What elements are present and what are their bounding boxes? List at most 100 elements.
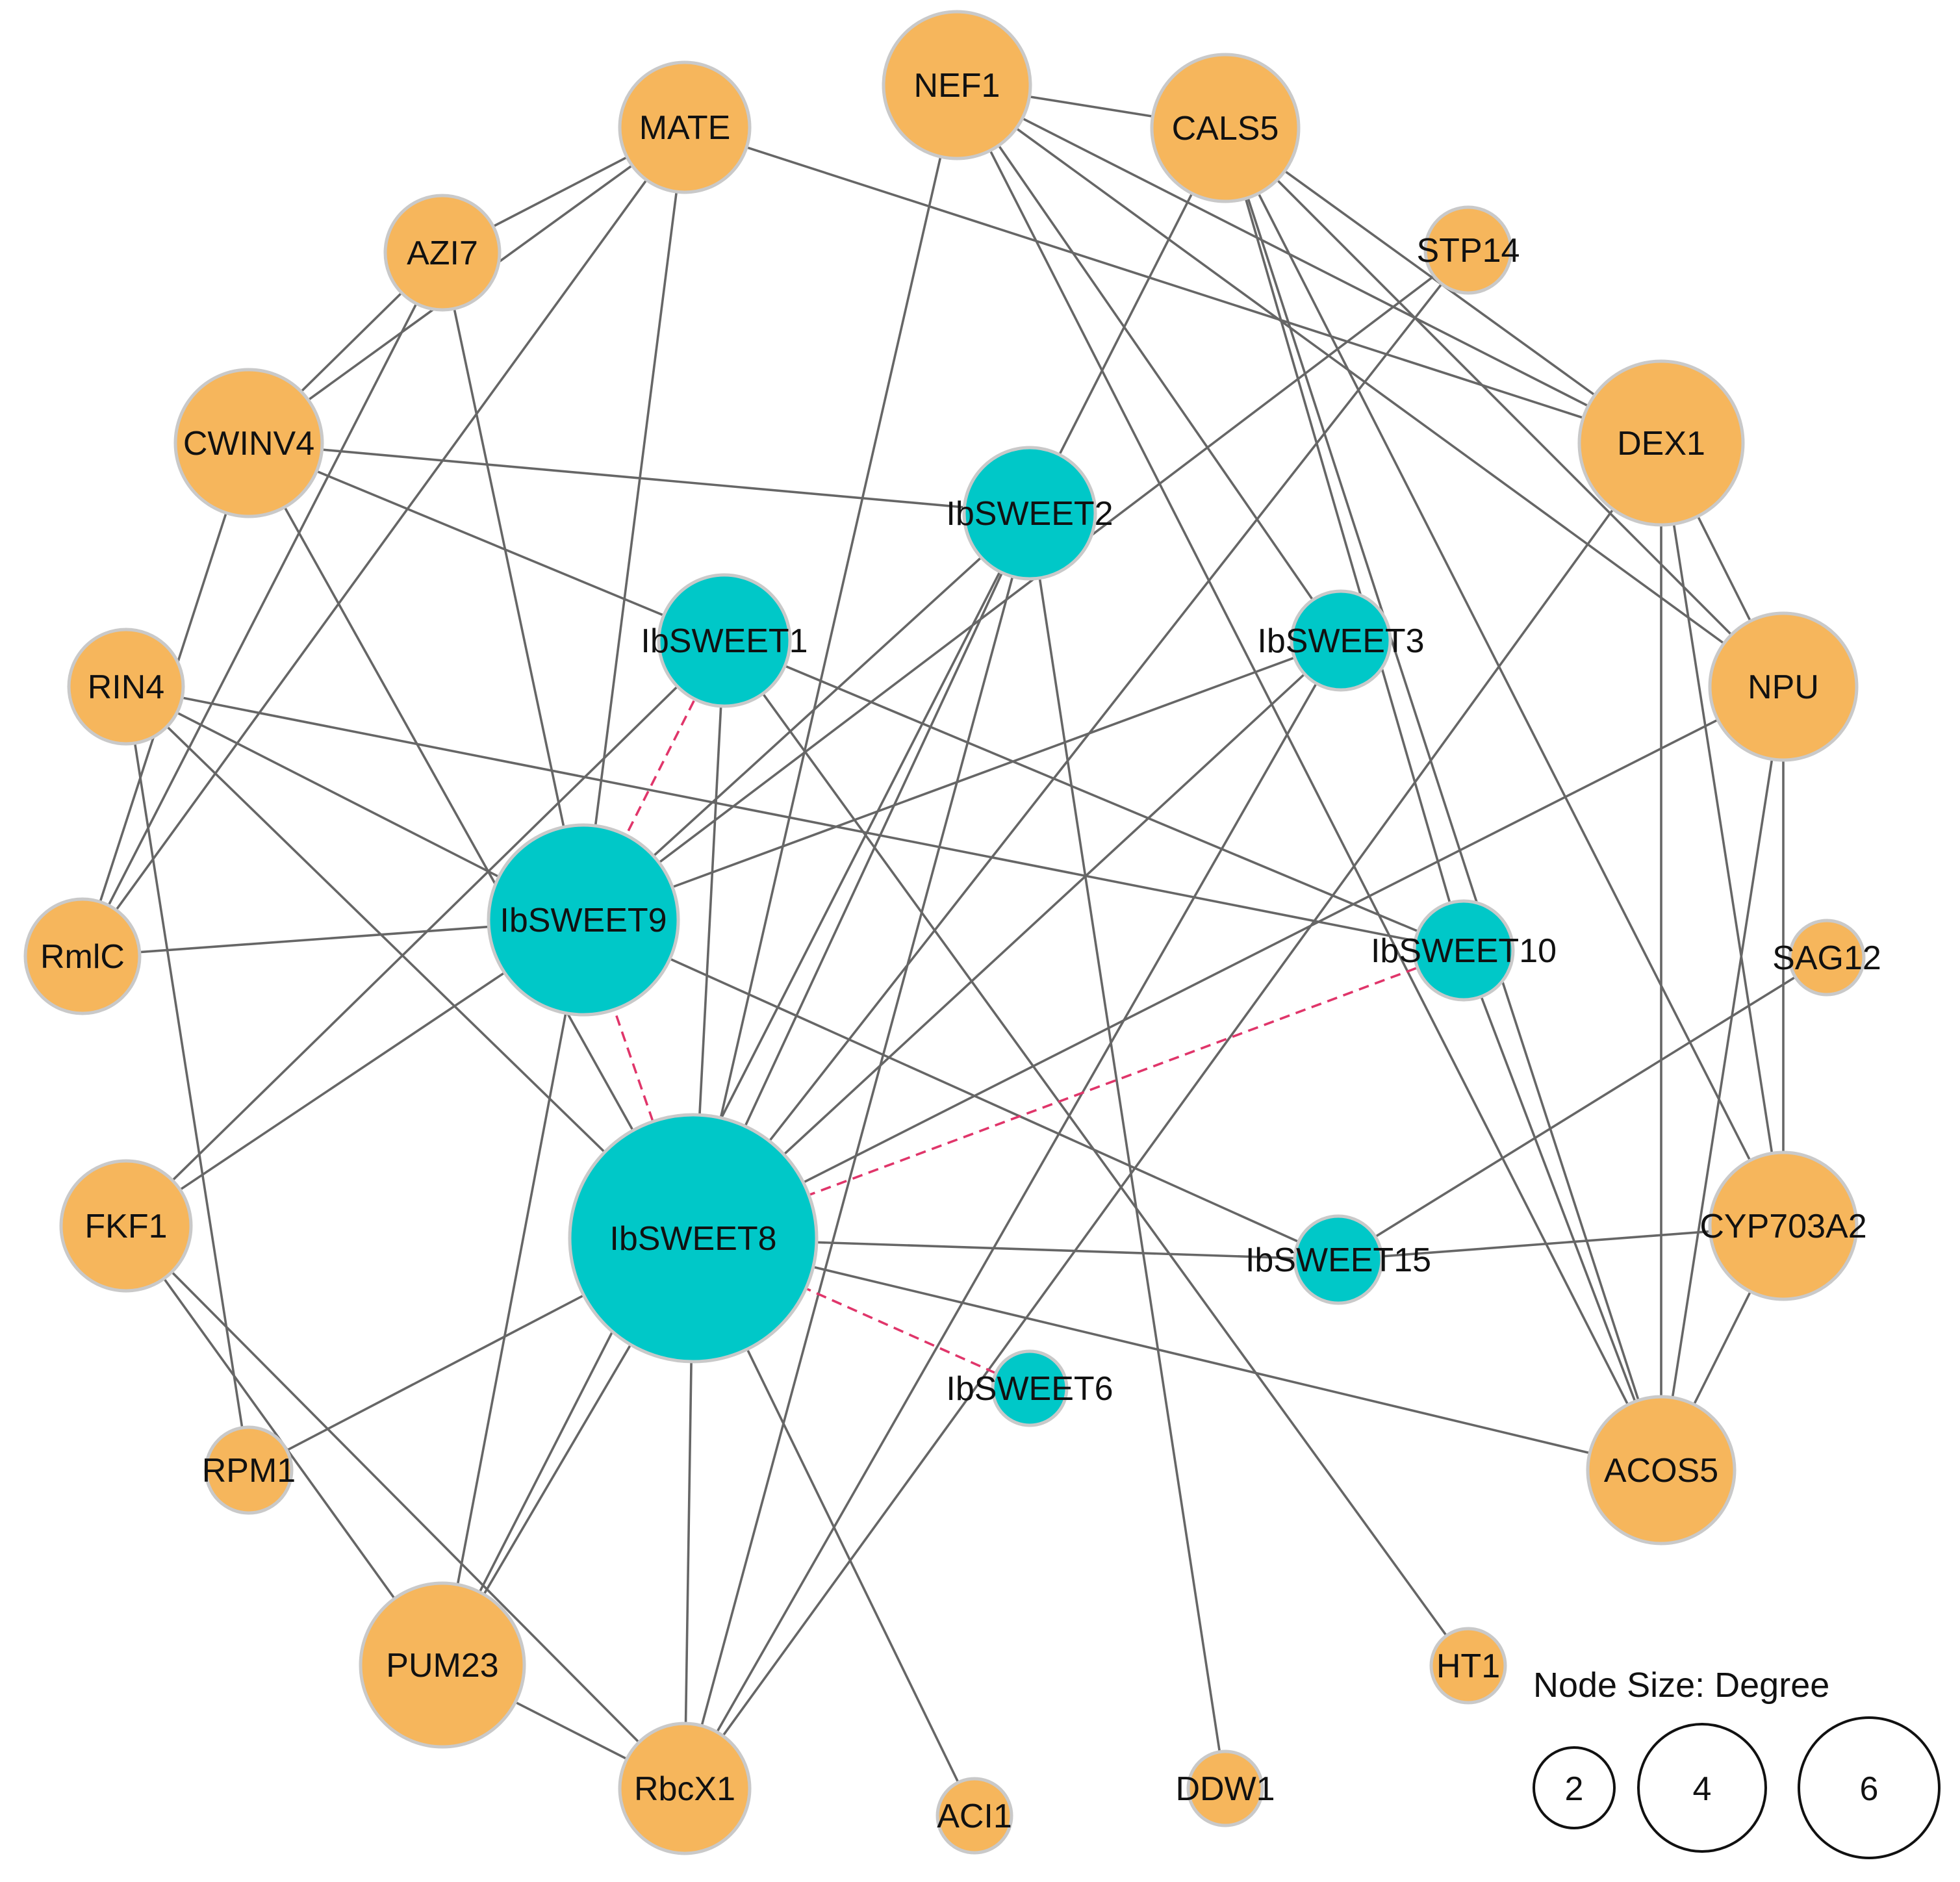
node-label-aci1: ACI1: [937, 1798, 1012, 1835]
node-circle-cwinv4[interactable]: [173, 368, 324, 518]
node-circle-aci1[interactable]: [935, 1777, 1013, 1855]
node-circle-fkf1[interactable]: [59, 1159, 193, 1293]
edge-ibsweet1-ibsweet10: [724, 639, 1464, 952]
node-label-fkf1: FKF1: [84, 1208, 167, 1245]
edge-mate-rmlc: [81, 126, 686, 958]
legend-circle-medium: [1637, 1723, 1767, 1853]
edge-cwinv4-ibsweet1: [248, 442, 725, 642]
node-circle-ibsweet8[interactable]: [568, 1113, 819, 1364]
node-circle-ht1[interactable]: [1429, 1627, 1507, 1705]
edge-ibsweet8-ibsweet6: [693, 1237, 1030, 1390]
node-circle-ibsweet2[interactable]: [962, 446, 1097, 581]
node-npu[interactable]: NPU: [1708, 611, 1859, 762]
edge-nef1-acos5: [956, 84, 1662, 1471]
edge-cwinv4-ibsweet8: [248, 442, 694, 1239]
node-cwinv4[interactable]: CWINV4: [173, 368, 324, 518]
node-circle-stp14[interactable]: [1423, 205, 1513, 295]
node-label-ibsweet1: IbSWEET1: [641, 622, 808, 660]
node-ht1[interactable]: HT1: [1429, 1627, 1507, 1705]
node-circle-nef1[interactable]: [882, 10, 1032, 160]
node-azi7[interactable]: AZI7: [383, 194, 502, 312]
node-rin4[interactable]: RIN4: [67, 628, 185, 746]
edge-rin4-ibsweet10: [125, 685, 1464, 952]
node-dex1[interactable]: DEX1: [1577, 359, 1745, 527]
legend-circle-small: [1533, 1746, 1616, 1829]
edge-fkf1-rbcx1: [125, 1225, 686, 1790]
node-circle-ibsweet3[interactable]: [1290, 589, 1392, 692]
node-circle-sag12[interactable]: [1788, 919, 1866, 997]
edge-mate-dex1: [684, 126, 1662, 444]
edge-ibsweet1-fkf1: [125, 639, 726, 1227]
node-circle-ibsweet15[interactable]: [1293, 1214, 1384, 1305]
edge-mate-ibsweet9: [582, 127, 686, 921]
edge-ibsweet10-acos5: [1462, 950, 1662, 1471]
edge-ibsweet9-ibsweet15: [583, 919, 1339, 1261]
node-circle-cals5[interactable]: [1150, 53, 1301, 203]
node-nef1[interactable]: NEF1: [882, 10, 1032, 160]
edges-layer: [81, 84, 1827, 1816]
node-stp14[interactable]: STP14: [1417, 205, 1520, 295]
node-circle-ibsweet1[interactable]: [657, 573, 792, 708]
edge-ibsweet2-pum23: [441, 513, 1031, 1666]
node-pum23[interactable]: PUM23: [359, 1581, 526, 1749]
legend-label-small: 2: [1565, 1770, 1584, 1808]
node-circle-ibsweet9[interactable]: [487, 823, 680, 1017]
edge-cals5-ibsweet10: [1224, 127, 1465, 951]
node-label-acos5: ACOS5: [1604, 1452, 1718, 1490]
node-rpm1[interactable]: RPM1: [202, 1425, 296, 1515]
node-circle-rmlc[interactable]: [23, 897, 142, 1015]
edge-npu-acos5: [1660, 686, 1785, 1471]
node-ddw1[interactable]: DDW1: [1175, 1749, 1275, 1827]
node-circle-ddw1[interactable]: [1186, 1749, 1264, 1827]
node-acos5[interactable]: ACOS5: [1586, 1395, 1737, 1545]
node-circle-rin4[interactable]: [67, 628, 185, 746]
node-circle-ibsweet6[interactable]: [991, 1349, 1069, 1427]
legend-label-medium: 4: [1693, 1770, 1712, 1808]
edge-cals5-acos5: [1224, 127, 1662, 1471]
node-circle-rbcx1[interactable]: [618, 1722, 752, 1855]
edge-ibsweet2-ibsweet8: [692, 513, 1031, 1239]
node-ibsweet3[interactable]: IbSWEET3: [1257, 589, 1425, 692]
edge-nef1-npu: [956, 84, 1785, 688]
node-circle-cyp703a2[interactable]: [1708, 1151, 1859, 1301]
node-ibsweet15[interactable]: IbSWEET15: [1245, 1214, 1431, 1305]
node-ibsweet2[interactable]: IbSWEET2: [946, 446, 1114, 581]
edge-dex1-cyp703a2: [1660, 442, 1785, 1227]
edge-rin4-rpm1: [125, 686, 250, 1471]
node-rmlc[interactable]: RmlC: [23, 897, 142, 1015]
node-ibsweet10[interactable]: IbSWEET10: [1371, 899, 1557, 1002]
node-circle-dex1[interactable]: [1577, 359, 1745, 527]
node-circle-ibsweet10[interactable]: [1412, 899, 1515, 1002]
edge-sag12-ibsweet15: [1338, 956, 1827, 1261]
node-sag12[interactable]: SAG12: [1772, 919, 1881, 997]
node-circle-mate[interactable]: [618, 60, 752, 194]
node-cals5[interactable]: CALS5: [1150, 53, 1301, 203]
node-ibsweet1[interactable]: IbSWEET1: [641, 573, 808, 708]
node-label-rmlc: RmlC: [40, 938, 125, 976]
node-label-cals5: CALS5: [1172, 110, 1279, 147]
node-ibsweet6[interactable]: IbSWEET6: [946, 1349, 1114, 1427]
node-fkf1[interactable]: FKF1: [59, 1159, 193, 1293]
node-circle-azi7[interactable]: [383, 194, 502, 312]
node-circle-acos5[interactable]: [1586, 1395, 1737, 1545]
node-circle-pum23[interactable]: [359, 1581, 526, 1749]
edge-ibsweet1-ht1: [723, 639, 1470, 1667]
node-size-legend: Node Size: Degree 2 4 6: [1533, 1666, 1941, 1859]
node-rbcx1[interactable]: RbcX1: [618, 1722, 752, 1855]
node-circle-rpm1[interactable]: [204, 1425, 294, 1515]
node-label-rbcx1: RbcX1: [634, 1770, 735, 1808]
edge-stp14-ibsweet9: [582, 249, 1470, 921]
node-circle-npu[interactable]: [1708, 611, 1859, 762]
edge-stp14-ibsweet8: [692, 249, 1470, 1240]
node-mate[interactable]: MATE: [618, 60, 752, 194]
node-ibsweet9[interactable]: IbSWEET9: [487, 823, 680, 1017]
node-label-sag12: SAG12: [1772, 939, 1881, 977]
node-cyp703a2[interactable]: CYP703A2: [1699, 1151, 1867, 1301]
node-aci1[interactable]: ACI1: [935, 1777, 1013, 1855]
node-ibsweet8[interactable]: IbSWEET8: [568, 1113, 819, 1364]
edge-nef1-ibsweet8: [692, 84, 958, 1239]
node-label-stp14: STP14: [1417, 232, 1520, 270]
edge-ibsweet2-ddw1: [1028, 513, 1227, 1789]
